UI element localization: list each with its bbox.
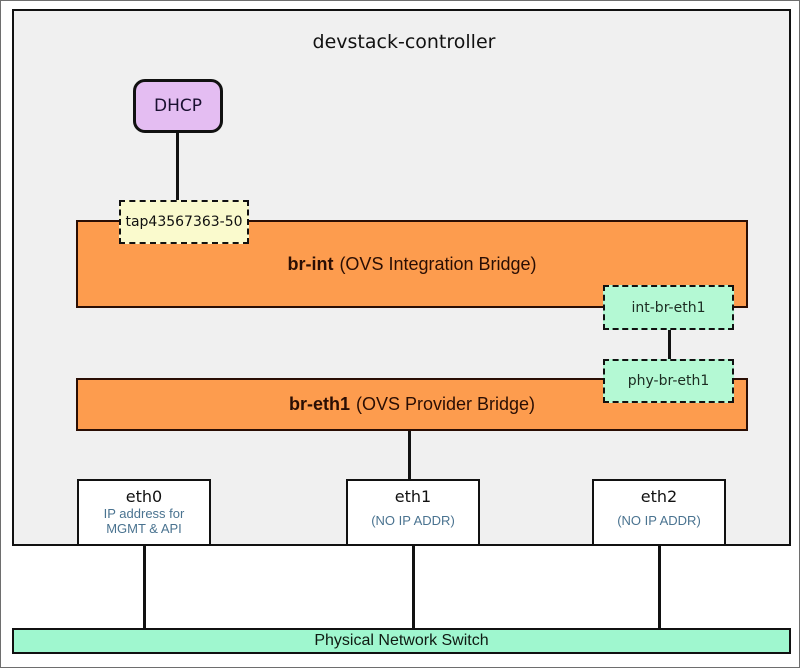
br-eth1-to-eth1-link — [408, 431, 411, 481]
tap-port: tap43567363-50 — [119, 200, 249, 244]
nic-description: (NO IP ADDR) — [617, 513, 701, 528]
host-title: devstack-controller — [312, 31, 496, 53]
phy-br-eth1-port: phy-br-eth1 — [603, 359, 734, 403]
nic-eth0: eth0 IP address for MGMT & API — [77, 479, 211, 546]
nic-eth1: eth1 (NO IP ADDR) — [346, 479, 480, 546]
physical-network-switch: Physical Network Switch — [12, 628, 791, 654]
nic-description: (NO IP ADDR) — [371, 513, 455, 528]
nic-eth2: eth2 (NO IP ADDR) — [592, 479, 726, 546]
br-int-name: br-int — [287, 253, 334, 274]
eth1-uplink — [412, 546, 415, 629]
nic-name: eth2 — [640, 487, 678, 506]
nic-name: eth0 — [125, 487, 163, 506]
eth2-uplink — [658, 546, 661, 629]
eth0-uplink — [143, 546, 146, 629]
br-int-description: (OVS Integration Bridge) — [339, 253, 537, 274]
int-br-eth1-port: int-br-eth1 — [603, 285, 734, 330]
br-eth1-description: (OVS Provider Bridge) — [355, 394, 536, 414]
nic-description: MGMT & API — [106, 521, 182, 536]
nic-name: eth1 — [394, 487, 432, 506]
dhcp-service-node: DHCP — [133, 79, 223, 133]
patch-link — [668, 330, 671, 361]
br-eth1-name: br-eth1 — [288, 394, 350, 414]
nic-description: IP address for — [103, 506, 185, 521]
dhcp-to-tap-link — [176, 133, 179, 201]
